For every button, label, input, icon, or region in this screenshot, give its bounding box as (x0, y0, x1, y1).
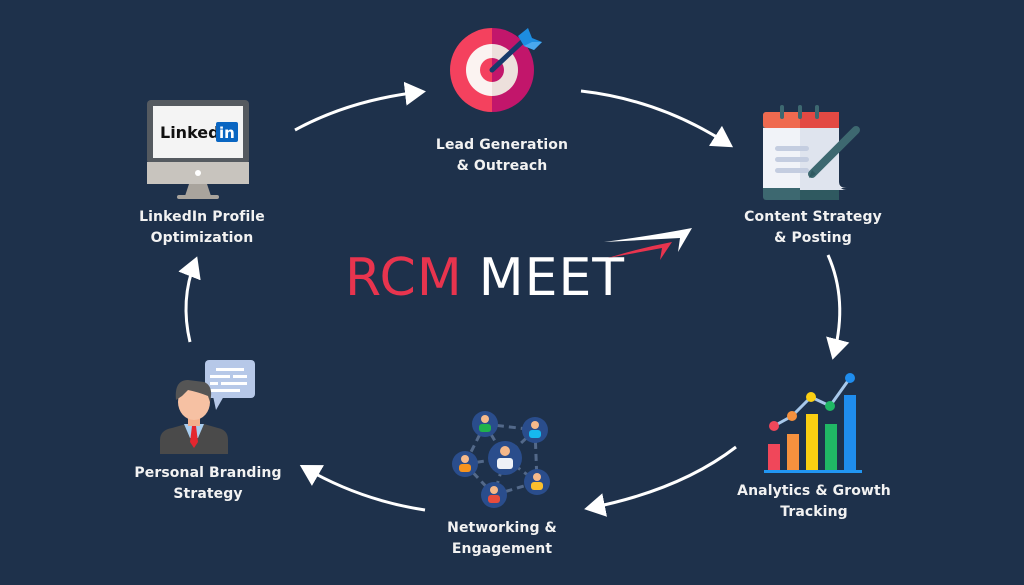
target-dart-icon (450, 28, 542, 112)
logo-meet: MEET (478, 248, 626, 308)
person-node-green (472, 411, 498, 437)
businessman-speech-icon (160, 360, 255, 454)
people-network-icon (452, 411, 550, 508)
logo-rcm: RCM (345, 248, 463, 308)
linkedin-monitor-icon: Linked in (147, 100, 249, 199)
arrow-branding-to-linkedin (178, 256, 201, 343)
linkedin-badge: in (219, 124, 235, 142)
bar-chart-growth-icon (764, 373, 862, 473)
node-label-networking: Networking &Engagement (447, 520, 557, 557)
person-node-cyan (522, 417, 548, 443)
node-label-lead: Lead Generation& Outreach (435, 137, 569, 174)
person-node-orange (452, 451, 478, 477)
arrow-linkedin-to-lead (294, 81, 426, 132)
arrow-analytics-to-networking (584, 445, 737, 517)
arrow-networking-to-branding (299, 464, 426, 512)
node-label-content: Content Strategy& Posting (744, 209, 882, 246)
person-node-red (481, 482, 507, 508)
arrow-lead-to-content (580, 89, 734, 148)
notepad-pencil-icon (763, 105, 860, 200)
person-node-yellow (524, 469, 550, 495)
arrow-content-to-analytics (826, 254, 850, 360)
person-node-center (488, 441, 522, 475)
linkedin-wordmark: Linked (160, 123, 220, 142)
logo-swoosh-arrow-icon (604, 228, 692, 260)
